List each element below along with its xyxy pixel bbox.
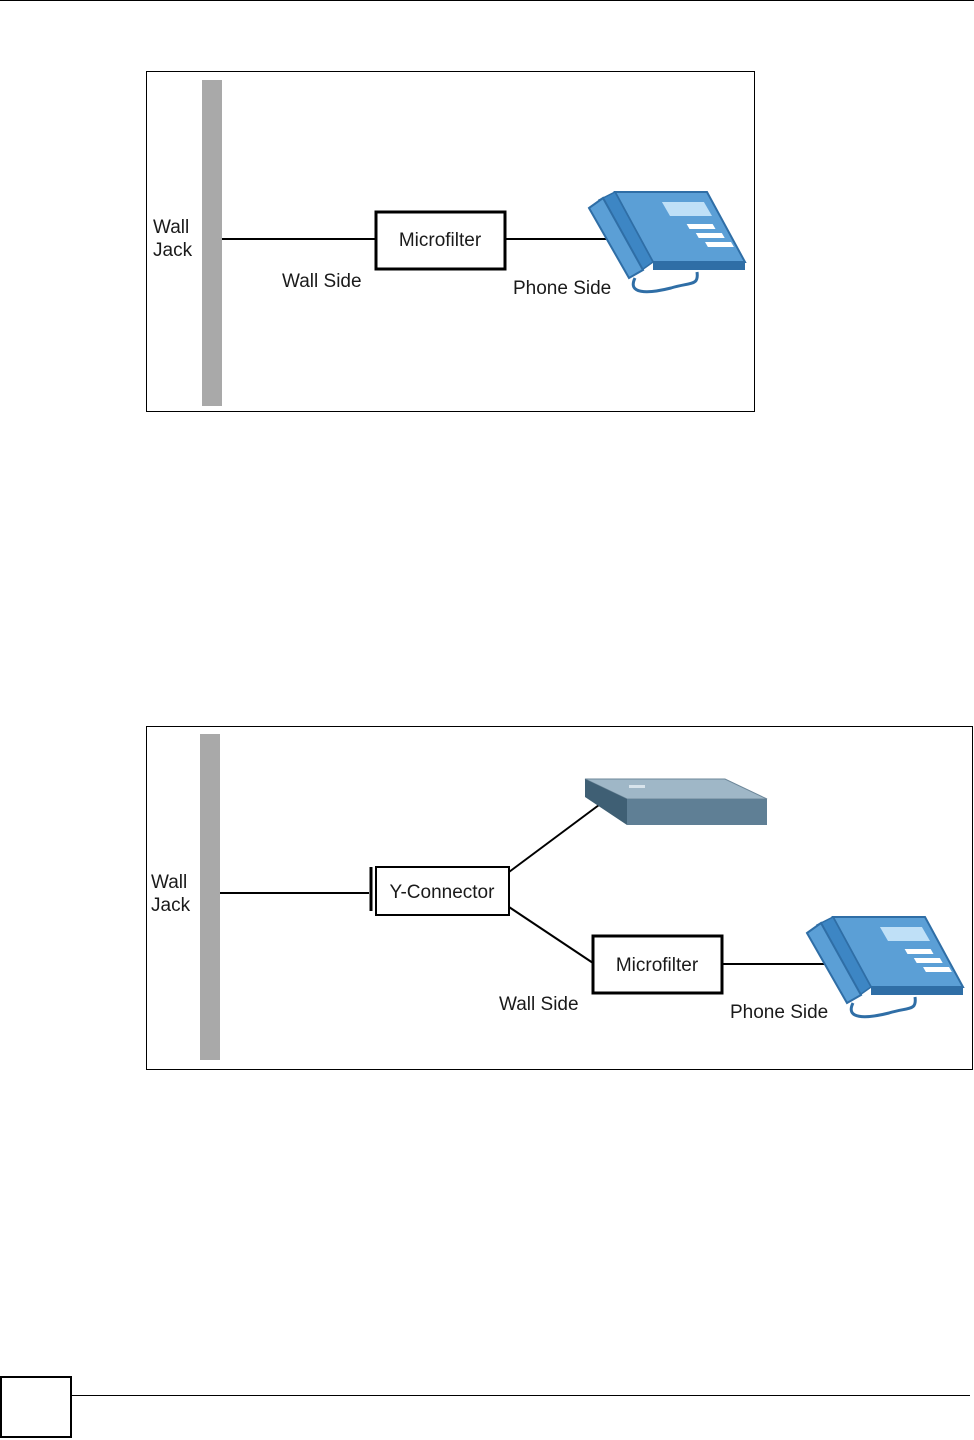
cable-yconnector-to-filter bbox=[509, 907, 593, 963]
microfilter-label: Microfilter bbox=[399, 230, 482, 251]
diagram-microfilter-single: Wall Jack Microfilter Wall Side Phone Si… bbox=[146, 71, 755, 412]
wall-side-label: Wall Side bbox=[499, 994, 579, 1015]
y-connector-label: Y-Connector bbox=[390, 882, 496, 903]
wall-jack-label-line2: Jack bbox=[151, 895, 191, 916]
dsl-modem-icon bbox=[585, 779, 767, 825]
phone-side-label: Phone Side bbox=[730, 1002, 828, 1023]
telephone-icon bbox=[589, 192, 745, 292]
wall-jack-bar bbox=[202, 80, 222, 406]
cable-yconnector-to-modem bbox=[509, 799, 607, 872]
wall-jack-label-line2: Jack bbox=[153, 240, 193, 261]
footer-rule bbox=[72, 1395, 970, 1396]
wall-side-label: Wall Side bbox=[282, 271, 362, 292]
wall-jack-label-line1: Wall bbox=[153, 217, 189, 238]
microfilter-label: Microfilter bbox=[616, 955, 699, 976]
wall-jack-label-line1: Wall bbox=[151, 872, 187, 893]
telephone-icon bbox=[807, 917, 963, 1017]
wall-jack-bar bbox=[200, 734, 220, 1060]
page-number-box bbox=[0, 1376, 72, 1438]
header-rule bbox=[0, 0, 974, 1]
diagram-y-connector: Wall Jack Y-Connector Microfilter Wall S… bbox=[146, 726, 973, 1070]
phone-side-label: Phone Side bbox=[513, 278, 611, 299]
